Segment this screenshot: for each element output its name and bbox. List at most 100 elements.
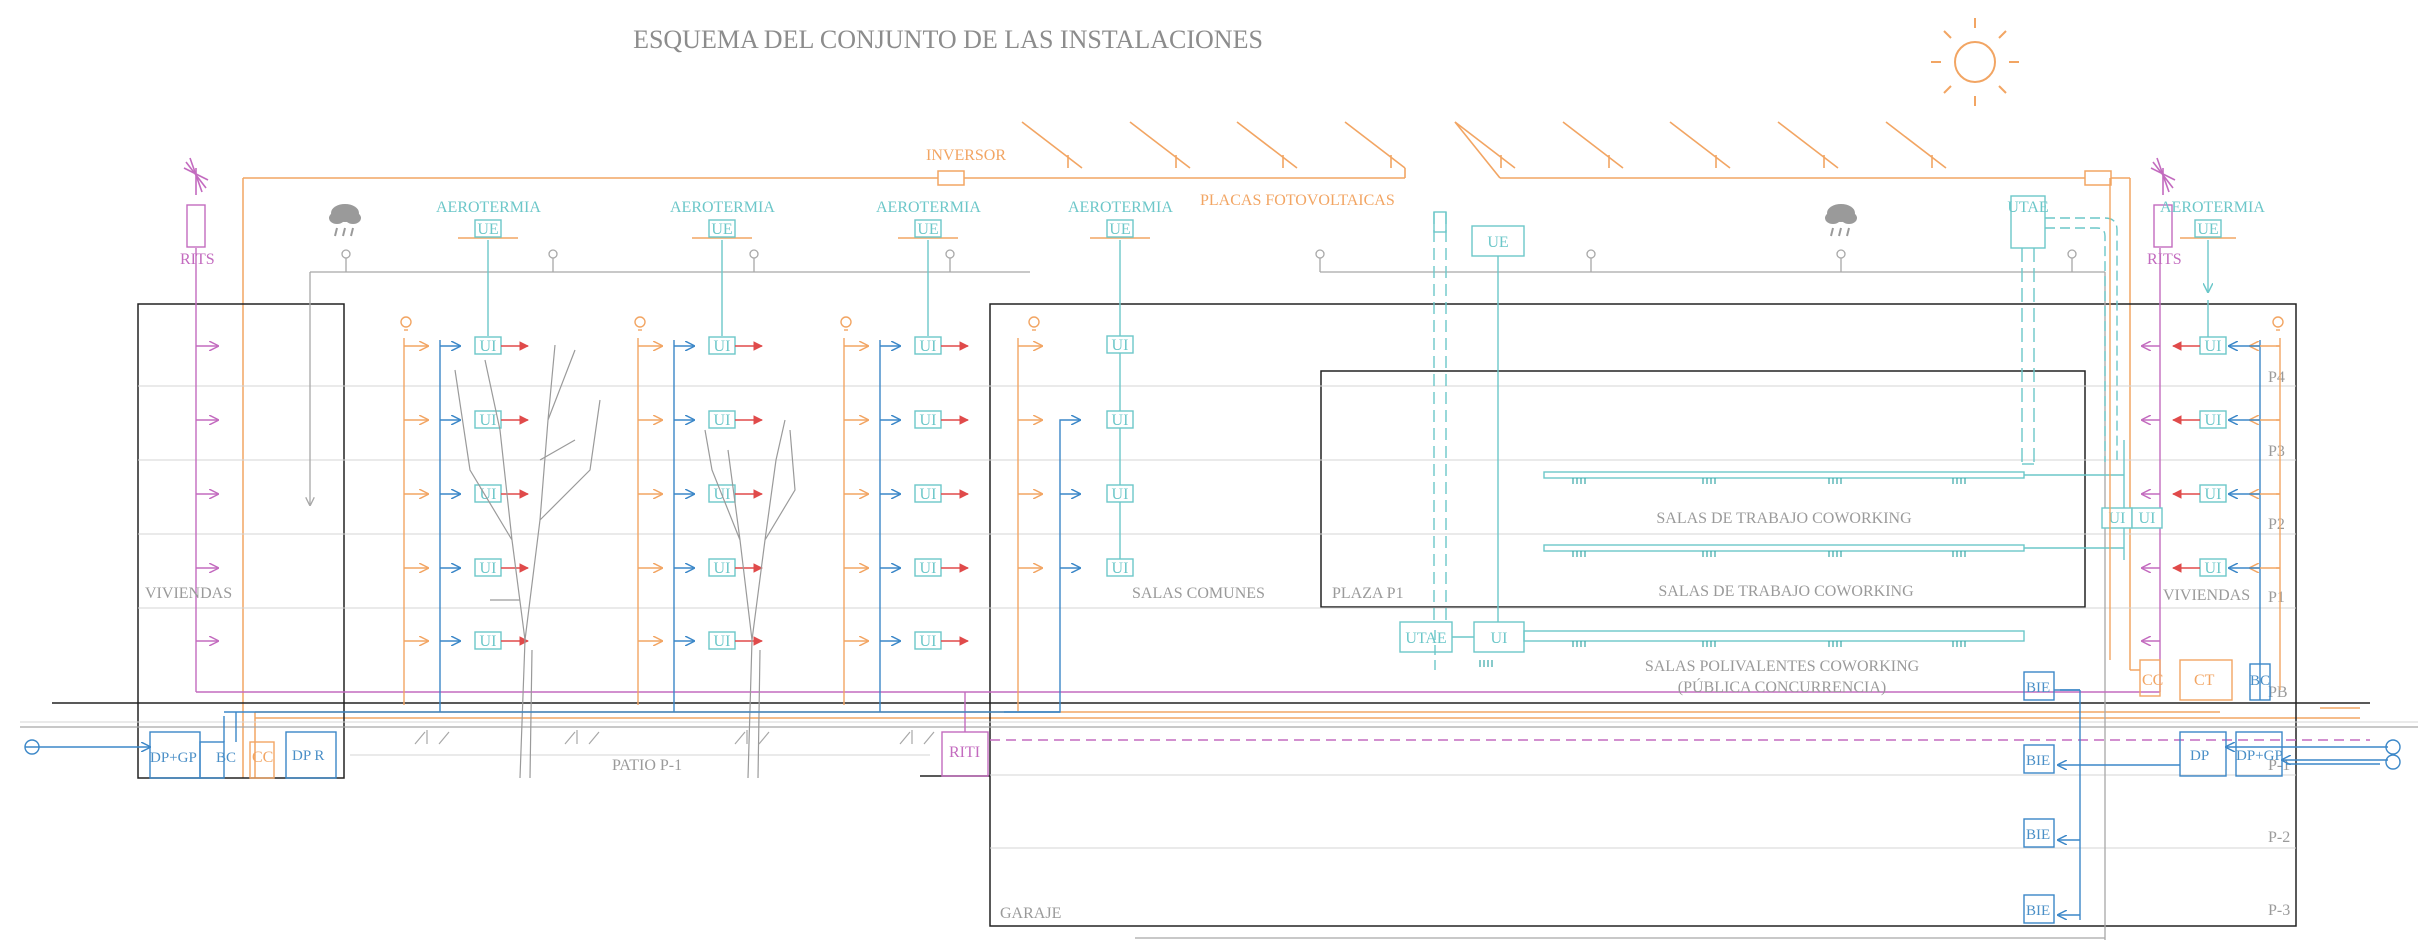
svg-text:UE: UE	[917, 221, 938, 238]
ui-unit: UI	[2199, 558, 2227, 577]
aerotermia-label: AEROTERMIA	[670, 199, 775, 216]
ui-unit: UI	[708, 558, 736, 577]
svg-text:UI: UI	[480, 633, 497, 650]
viviendas-label: VIVIENDAS	[145, 585, 232, 602]
svg-text:UI: UI	[2109, 510, 2126, 527]
svg-text:UI: UI	[1112, 337, 1129, 354]
cc-label: CC	[252, 749, 273, 766]
floor-label: PB	[2268, 684, 2288, 701]
salas-comunes-column: UI UI UI UI UE AEROTERMIA	[1004, 199, 1173, 713]
bie-label: BIE	[2026, 753, 2050, 769]
ue-label: UE	[1487, 234, 1508, 251]
svg-text:UE: UE	[1109, 221, 1130, 238]
svg-text:UI: UI	[480, 486, 497, 503]
utae-label: UTAE	[2007, 199, 2048, 216]
ui-unit: UI	[914, 336, 942, 355]
ui-unit: UI	[1106, 335, 1134, 354]
ui-unit: UI	[914, 484, 942, 503]
ui-unit: UI	[474, 336, 502, 355]
lightbulb-icon	[634, 316, 646, 331]
ue-unit: UE	[474, 219, 502, 238]
antenna-icon	[2150, 157, 2176, 195]
utae-label: UTAE	[1405, 630, 1446, 647]
ui-unit: UI	[474, 631, 502, 650]
right-floor-unit: UI	[2172, 558, 2280, 577]
ct-label: CT	[2194, 672, 2215, 689]
svg-text:UI: UI	[480, 338, 497, 355]
svg-text:UE: UE	[711, 221, 732, 238]
dp-r-label: DP R	[292, 748, 324, 764]
ui-unit: UI	[914, 410, 942, 429]
lightbulb-icon	[400, 316, 412, 331]
right-aerotermia-column: UE AEROTERMIA	[2160, 199, 2284, 700]
aerotermia-label: AEROTERMIA	[2160, 199, 2265, 216]
ui-unit: UI	[1106, 558, 1134, 577]
ground-equipment-orange	[249, 178, 2233, 779]
rits-label: RITS	[180, 251, 215, 268]
riti-label: RITI	[949, 744, 980, 761]
ui-unit: UI	[914, 631, 942, 650]
svg-text:UI: UI	[480, 560, 497, 577]
electrical-feed-lines	[242, 170, 2360, 778]
inversor-label: INVERSOR	[926, 147, 1006, 164]
floor-label: P4	[2268, 369, 2285, 386]
bc-label: BC	[216, 750, 236, 766]
ui-unit: UI	[708, 336, 736, 355]
bie-boxes	[2023, 671, 2080, 924]
floor-labels: P4 P3 P2 P1 PB P-1 P-2 P-3	[2268, 369, 2290, 919]
bie-label: BIE	[2026, 680, 2050, 696]
pv-panels	[1021, 121, 2085, 179]
svg-text:UI: UI	[920, 560, 937, 577]
right-floor-units: UI UI UI UI	[2172, 300, 2280, 577]
floor-label: P1	[2268, 589, 2285, 606]
right-floor-unit: UI	[2172, 484, 2280, 503]
svg-text:UE: UE	[2197, 221, 2218, 238]
salas-comunes-label: SALAS COMUNES	[1132, 585, 1265, 602]
ue-unit: UE	[2194, 219, 2222, 238]
ue-unit: UE	[914, 219, 942, 238]
ui-unit: UI	[2199, 336, 2227, 355]
aerotermia-label: AEROTERMIA	[436, 199, 541, 216]
aerotermia-label: AEROTERMIA	[1068, 199, 1173, 216]
svg-text:UI: UI	[714, 633, 731, 650]
tree-icon	[704, 419, 796, 779]
floor-label: P-2	[2268, 829, 2290, 846]
svg-text:UI: UI	[714, 338, 731, 355]
dp-gp-label: DP+GP	[2236, 748, 2283, 764]
svg-text:UI: UI	[920, 633, 937, 650]
bie-label: BIE	[2026, 827, 2050, 843]
ui-unit: UI	[1106, 410, 1134, 429]
svg-text:UI: UI	[2205, 560, 2222, 577]
svg-text:UE: UE	[477, 221, 498, 238]
telecom-lines	[186, 204, 2370, 777]
polivalentes-sub-label: (PÚBLICA CONCURRENCIA)	[1678, 677, 1886, 696]
svg-text:UI: UI	[920, 412, 937, 429]
patio-drains	[414, 730, 935, 745]
aerotermia-columns: UE AEROTERMIA UI UI UI UI UI UE AEROTERMIA UI UI UI…	[400, 199, 981, 712]
svg-text:UI: UI	[480, 412, 497, 429]
right-floor-unit: UI	[2172, 410, 2280, 429]
ui-unit: UI	[2199, 410, 2227, 429]
diagram-title: ESQUEMA DEL CONJUNTO DE LAS INSTALACIONE…	[633, 25, 1263, 54]
utae-top-duct	[2010, 195, 2118, 465]
coworking-ducts	[1399, 211, 2125, 670]
svg-text:UI: UI	[1112, 412, 1129, 429]
building-outlines	[52, 303, 2370, 927]
dp-gp-label: DP+GP	[150, 750, 197, 766]
ui-unit: UI	[2199, 484, 2227, 503]
svg-text:UI: UI	[714, 560, 731, 577]
ue-unit: UE	[708, 219, 736, 238]
ui-unit: UI	[2131, 507, 2163, 529]
tree-icon	[454, 344, 601, 779]
svg-text:UI: UI	[1112, 560, 1129, 577]
rain-cloud-icon	[1825, 204, 1857, 237]
lightbulb-icon	[840, 316, 852, 331]
coworking-label: SALAS DE TRABAJO COWORKING	[1658, 583, 1914, 600]
bie-label: BIE	[2026, 903, 2050, 919]
ue-unit: UE	[1106, 219, 1134, 238]
plaza-p1-label: PLAZA P1	[1332, 585, 1404, 602]
ui-unit: UI	[2101, 507, 2133, 529]
svg-text:UI: UI	[920, 338, 937, 355]
